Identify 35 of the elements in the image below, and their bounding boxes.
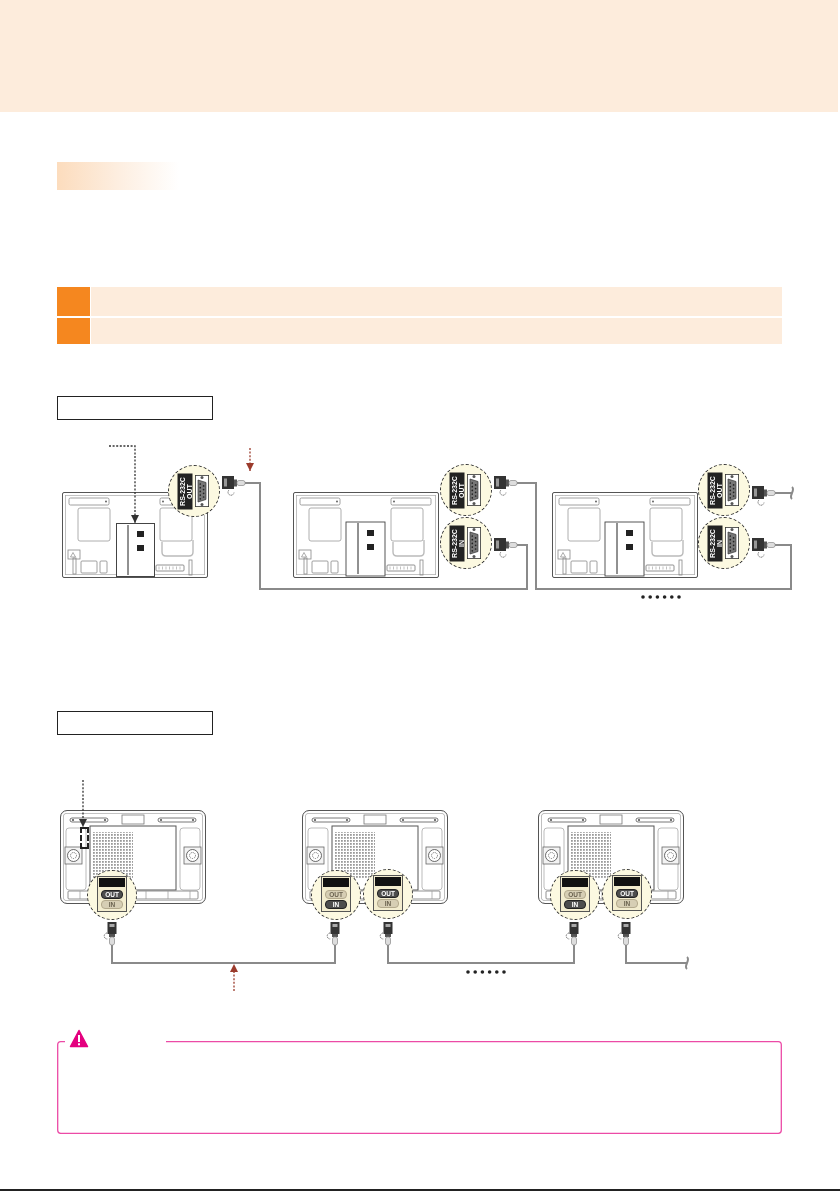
leader-line xyxy=(108,445,139,524)
step-bar xyxy=(57,318,782,344)
port-zoom-circle xyxy=(440,517,492,569)
header-band xyxy=(0,0,838,112)
port-zoom-circle xyxy=(168,465,220,517)
monitor-rear-casing xyxy=(293,492,439,578)
cable-plug-icon xyxy=(618,921,634,951)
leader-line xyxy=(79,779,87,828)
leader-line xyxy=(246,447,254,472)
connector-panel xyxy=(116,523,155,577)
caption-frame xyxy=(57,711,213,735)
cable-plug-icon xyxy=(327,921,343,951)
monitor-rear-casing xyxy=(552,492,698,578)
caption-frame xyxy=(57,396,213,420)
caution-frame xyxy=(57,1041,782,1134)
port-zoom-circle xyxy=(698,464,750,516)
port-location-marker xyxy=(80,827,89,849)
port-zoom-circle xyxy=(698,517,750,569)
cable-line xyxy=(111,950,336,964)
cable-line xyxy=(625,950,690,970)
step-bar xyxy=(57,287,782,316)
cable-plug-icon xyxy=(380,921,396,951)
port-zoom-circle xyxy=(550,870,600,920)
cable-line xyxy=(523,482,792,590)
cable-plug-icon xyxy=(104,921,120,951)
port-zoom-circle xyxy=(311,870,361,920)
cable-plug-icon xyxy=(566,921,582,951)
cable-line xyxy=(387,950,575,964)
step-number-badge xyxy=(57,287,90,316)
port-zoom-circle xyxy=(87,870,137,920)
monitor-rear-casing xyxy=(60,810,206,904)
port-zoom-circle xyxy=(440,464,492,516)
cable-line xyxy=(781,486,795,500)
step-number-badge xyxy=(57,318,90,344)
cable-line xyxy=(251,482,528,590)
